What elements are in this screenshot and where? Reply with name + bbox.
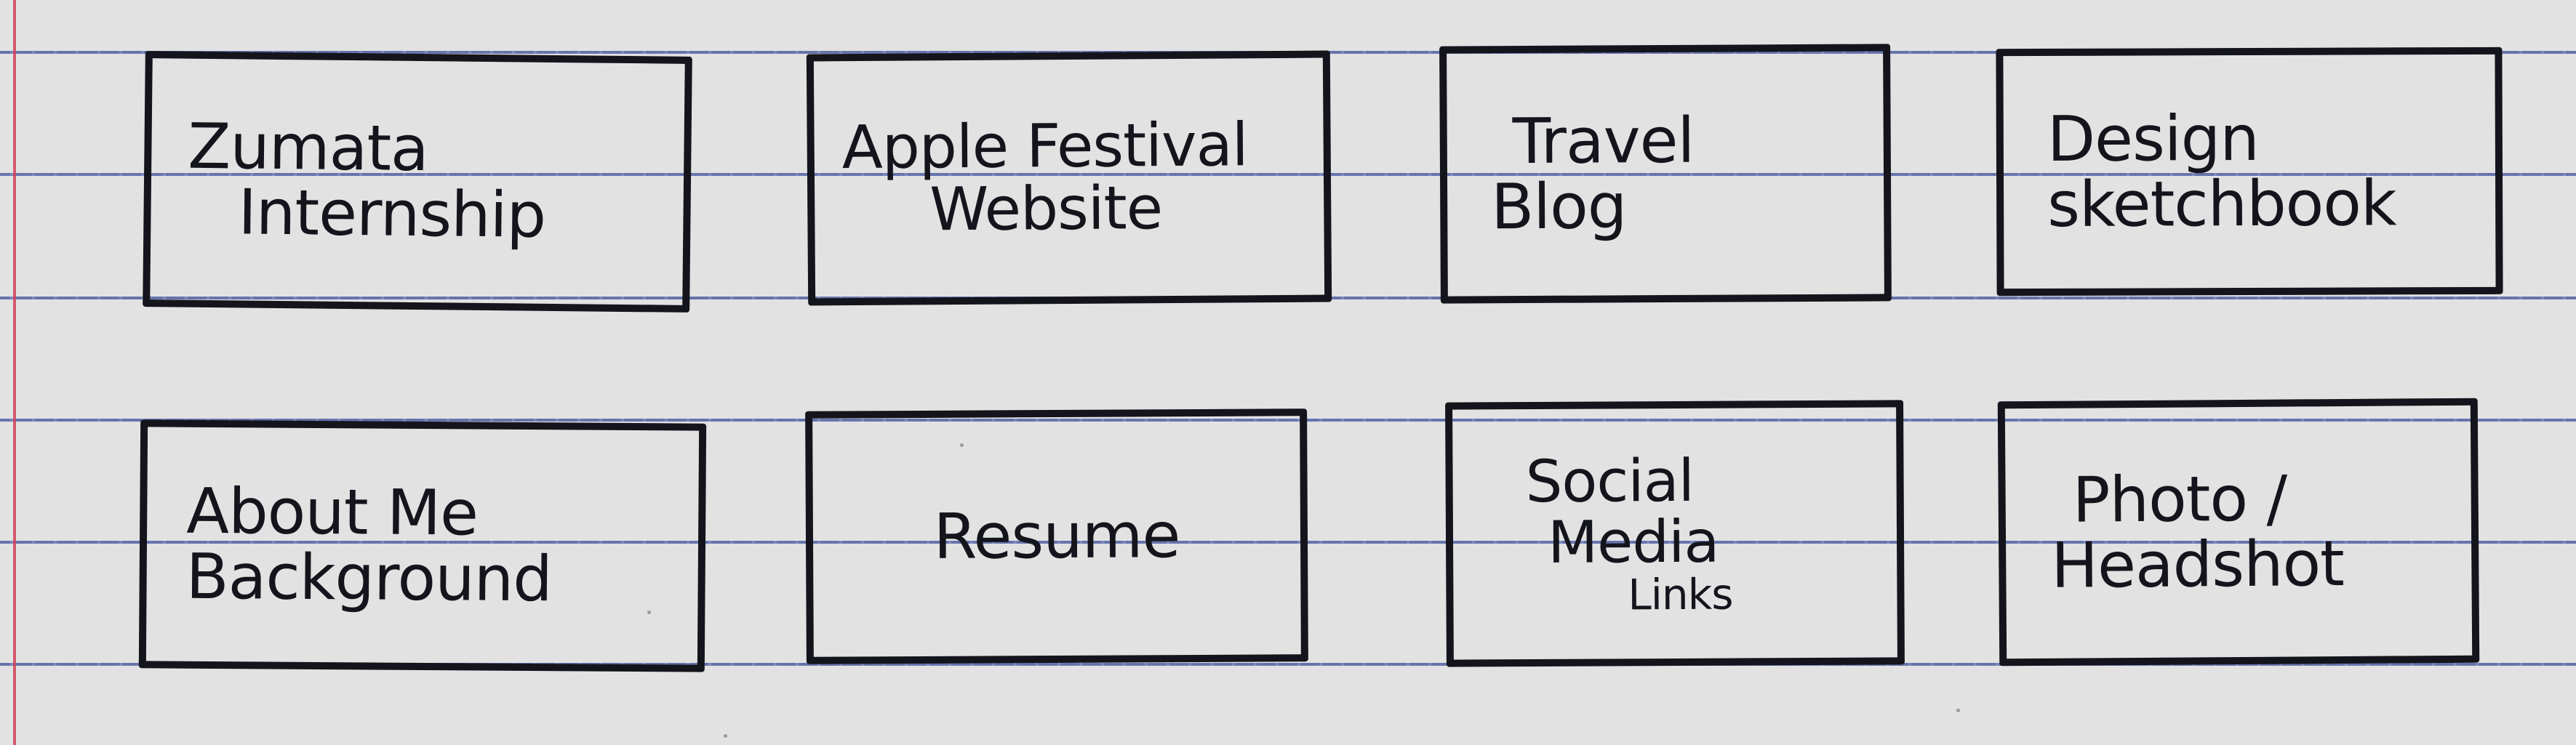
box-label-line: Photo /: [2072, 462, 2287, 537]
sketch-box-zumata-internship: Zumata Internship: [143, 51, 692, 313]
box-label-line: Media: [1547, 507, 1719, 576]
ruled-line: [0, 51, 2576, 54]
box-label-line: Headshot: [2050, 527, 2345, 603]
box-label-line: Design: [2047, 102, 2259, 176]
sketch-box-social-media-links: Social Media Links: [1445, 400, 1905, 667]
box-label-line: Internship: [238, 176, 546, 252]
ruled-line: [0, 541, 2576, 544]
sketch-box-design-sketchbook: Design sketchbook: [1996, 47, 2503, 297]
box-label-line: Social: [1525, 446, 1695, 515]
ruled-line: [0, 173, 2576, 176]
box-label-line: sketchbook: [2047, 167, 2396, 241]
paper-speck: [1956, 709, 1960, 712]
box-label-line: Website: [929, 174, 1163, 245]
ruled-line: [0, 663, 2576, 666]
paper-speck: [960, 443, 964, 447]
sketch-box-photo-headshot: Photo / Headshot: [1997, 398, 2480, 667]
box-label-line: Blog: [1490, 170, 1627, 244]
box-label-line: Background: [185, 540, 553, 616]
box-label-line: Links: [1628, 569, 1733, 619]
ruled-line: [0, 419, 2576, 422]
box-label-line: About Me: [185, 475, 479, 550]
sketch-box-about-me-background: About Me Background: [138, 419, 707, 672]
ruled-line: [0, 297, 2576, 299]
paper-speck: [647, 611, 651, 614]
box-label-line: Resume: [933, 499, 1180, 573]
box-label-line: Zumata: [187, 110, 429, 185]
paper-speck: [724, 734, 727, 738]
sketch-box-travel-blog: Travel Blog: [1439, 44, 1892, 304]
box-label-line: Apple Festival: [841, 110, 1248, 183]
box-label-line: Travel: [1512, 104, 1695, 178]
margin-line: [13, 0, 16, 745]
sketch-box-apple-festival-website: Apple Festival Website: [806, 50, 1332, 306]
sketch-box-resume: Resume: [805, 408, 1308, 664]
